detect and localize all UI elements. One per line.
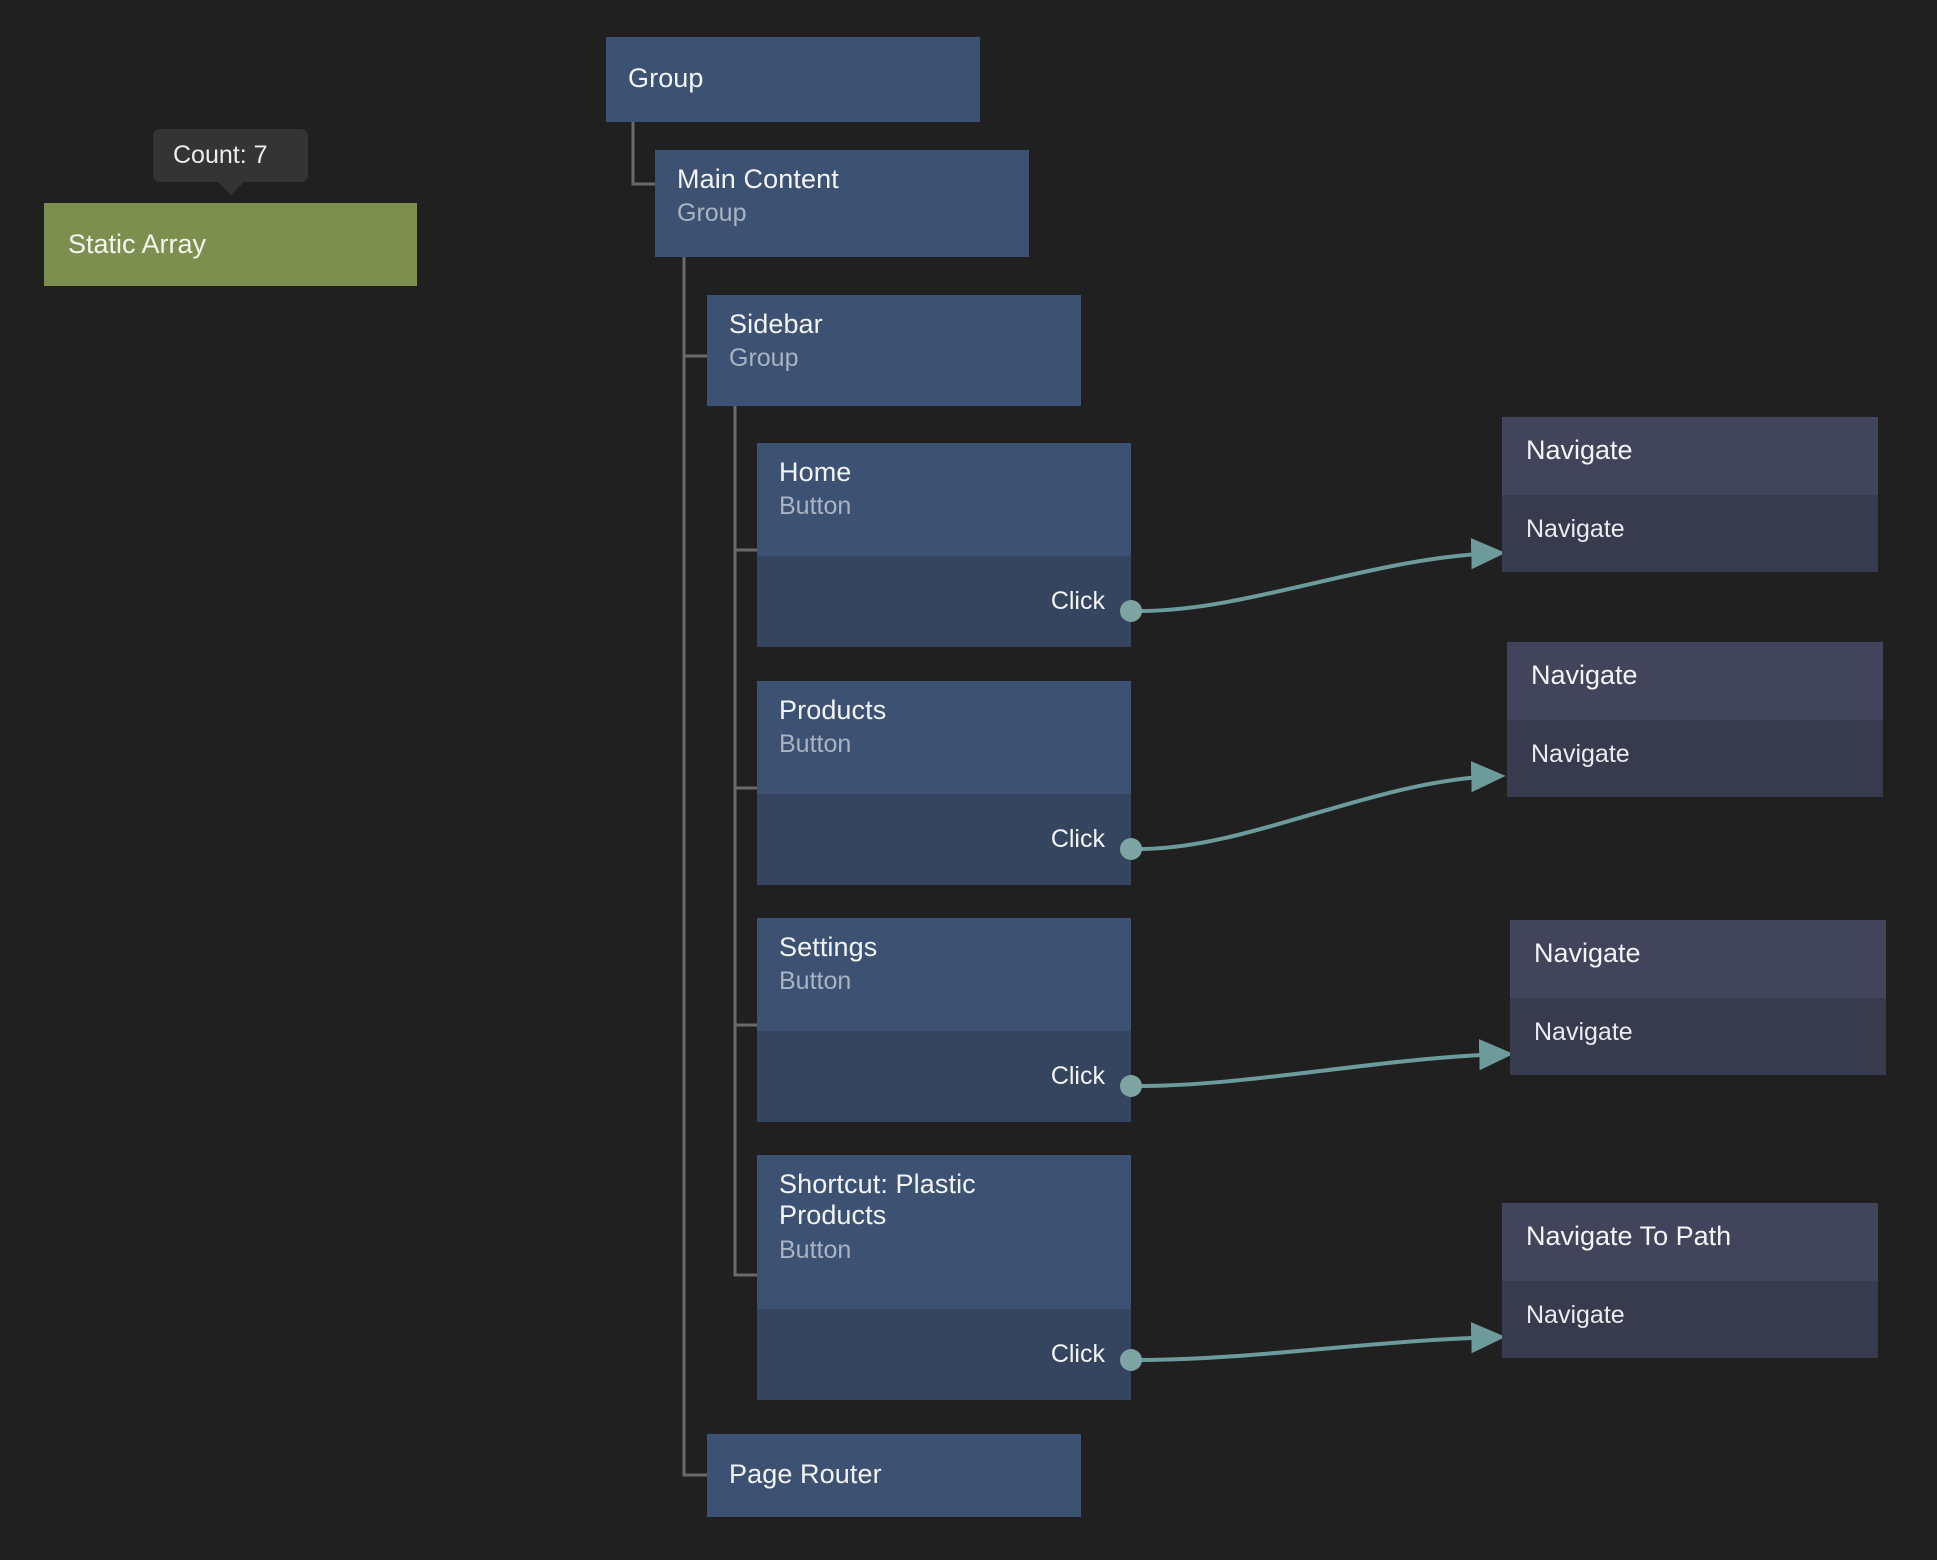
node-navigate-to-path-header: Navigate To Path xyxy=(1502,1203,1878,1281)
node-shortcut-plastic-products[interactable]: Shortcut: Plastic Products Button Click xyxy=(757,1155,1142,1400)
node-products-port-label: Click xyxy=(1050,825,1105,853)
node-sidebar[interactable]: Sidebar Group xyxy=(707,295,1081,406)
node-home-port-row[interactable]: Click xyxy=(757,556,1131,647)
node-home[interactable]: Home Button Click xyxy=(757,443,1142,647)
node-shortcut-port-label: Click xyxy=(1050,1340,1105,1368)
node-products[interactable]: Products Button Click xyxy=(757,681,1142,885)
node-page-router-header: Page Router xyxy=(707,1434,1081,1517)
node-settings-port-label: Click xyxy=(1050,1062,1105,1090)
node-sidebar-header: Sidebar Group xyxy=(707,295,1081,406)
node-navigate-to-path-input-row[interactable]: Navigate xyxy=(1502,1281,1878,1358)
node-shortcut-title: Shortcut: Plastic Products xyxy=(779,1169,976,1231)
node-home-header: Home Button xyxy=(757,443,1131,556)
node-navigate-home-title: Navigate xyxy=(1526,435,1633,465)
node-group[interactable]: Group xyxy=(606,37,980,122)
node-navigate-settings-input-label: Navigate xyxy=(1534,1018,1633,1046)
action-wires xyxy=(1139,538,1514,1362)
node-settings-port-row[interactable]: Click xyxy=(757,1031,1131,1122)
node-home-title: Home xyxy=(779,457,852,487)
node-navigate-home-input-label: Navigate xyxy=(1526,515,1625,543)
node-shortcut-header: Shortcut: Plastic Products Button xyxy=(757,1155,1131,1309)
node-main-content-title: Main Content xyxy=(677,164,839,194)
count-tooltip: Count: 7 xyxy=(153,129,308,195)
node-home-click-port[interactable] xyxy=(1120,600,1142,622)
node-products-title: Products xyxy=(779,695,887,725)
node-navigate-home[interactable]: Navigate Navigate xyxy=(1502,417,1878,572)
node-sidebar-subtitle: Group xyxy=(729,344,799,373)
count-tooltip-label: Count: 7 xyxy=(173,141,268,169)
node-settings[interactable]: Settings Button Click xyxy=(757,918,1142,1122)
static-array-title: Static Array xyxy=(68,229,207,259)
node-shortcut-port-row[interactable]: Click xyxy=(757,1309,1131,1400)
node-navigate-settings-input-row[interactable]: Navigate xyxy=(1510,998,1886,1075)
node-navigate-products-input-label: Navigate xyxy=(1531,740,1630,768)
node-navigate-products-input-row[interactable]: Navigate xyxy=(1507,720,1883,797)
node-navigate-products-title: Navigate xyxy=(1531,660,1638,690)
node-sidebar-title: Sidebar xyxy=(729,309,823,339)
node-navigate-to-path-title: Navigate To Path xyxy=(1526,1221,1732,1251)
node-navigate-products-header: Navigate xyxy=(1507,642,1883,720)
node-navigate-to-path[interactable]: Navigate To Path Navigate xyxy=(1502,1203,1878,1358)
node-navigate-settings-header: Navigate xyxy=(1510,920,1886,998)
node-home-subtitle: Button xyxy=(779,492,852,521)
node-shortcut-subtitle: Button xyxy=(779,1235,852,1264)
node-static-array[interactable]: Static Array xyxy=(44,203,417,286)
node-main-content-header: Main Content Group xyxy=(655,150,1029,257)
node-navigate-home-header: Navigate xyxy=(1502,417,1878,495)
node-main-content[interactable]: Main Content Group xyxy=(655,150,1029,257)
node-main-content-subtitle: Group xyxy=(677,199,747,228)
node-navigate-products[interactable]: Navigate Navigate xyxy=(1507,642,1883,797)
node-settings-click-port[interactable] xyxy=(1120,1075,1142,1097)
node-settings-title: Settings xyxy=(779,932,878,962)
node-group-header: Group xyxy=(606,37,980,122)
node-products-subtitle: Button xyxy=(779,730,852,759)
node-group-title: Group xyxy=(628,62,704,93)
node-navigate-to-path-input-label: Navigate xyxy=(1526,1301,1625,1329)
node-products-click-port[interactable] xyxy=(1120,838,1142,860)
node-products-header: Products Button xyxy=(757,681,1131,794)
node-settings-header: Settings Button xyxy=(757,918,1131,1031)
node-products-port-row[interactable]: Click xyxy=(757,794,1131,885)
tooltip-caret xyxy=(216,181,245,195)
node-page-router[interactable]: Page Router xyxy=(707,1434,1081,1517)
node-shortcut-click-port[interactable] xyxy=(1120,1349,1142,1371)
node-page-router-title: Page Router xyxy=(729,1458,882,1489)
node-navigate-settings-title: Navigate xyxy=(1534,938,1641,968)
node-navigate-home-input-row[interactable]: Navigate xyxy=(1502,495,1878,572)
node-settings-subtitle: Button xyxy=(779,967,852,996)
node-navigate-settings[interactable]: Navigate Navigate xyxy=(1510,920,1886,1075)
node-home-port-label: Click xyxy=(1050,587,1105,615)
